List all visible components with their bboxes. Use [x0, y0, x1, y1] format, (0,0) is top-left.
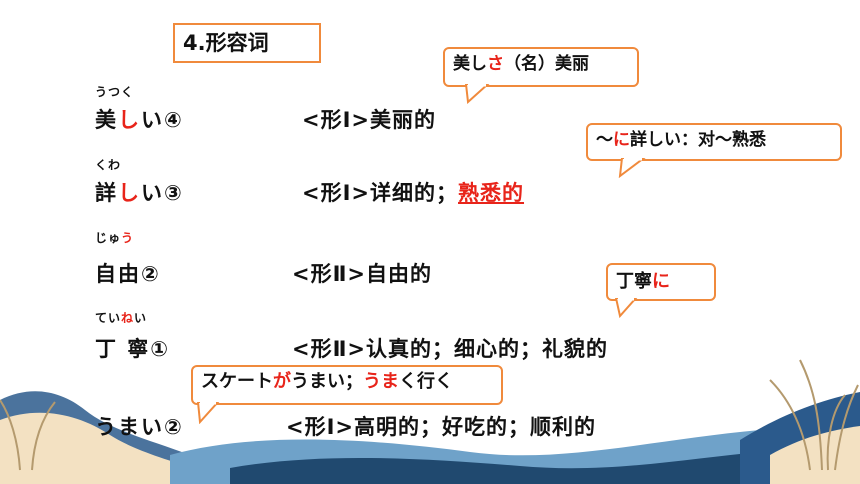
- word-part: い④: [141, 108, 184, 132]
- word-teinei: 丁 寧①: [95, 337, 171, 361]
- callout-tail: [464, 84, 490, 104]
- right-grass-icon: [769, 359, 859, 471]
- section-title: 4.形容词: [173, 23, 321, 63]
- word-umai: うまい②: [95, 415, 184, 439]
- ruby-highlight: ね: [121, 311, 135, 325]
- ruby-teinei: ていねい: [95, 309, 147, 326]
- ruby-highlight: う: [121, 231, 135, 245]
- ruby-kuwashii: くわ: [95, 158, 122, 172]
- callout-text: 美し: [453, 54, 487, 74]
- ruby-part: てい: [95, 311, 122, 325]
- callout-tail: [614, 298, 638, 318]
- left-wave-foam: [0, 412, 200, 484]
- callout-text: ～: [596, 130, 613, 150]
- gloss-jiyuu: <形Ⅱ>自由的: [292, 262, 433, 286]
- word-part: 詳: [95, 181, 118, 205]
- word-kuwashii: 詳しい③: [95, 177, 184, 207]
- ruby-part: い: [134, 311, 148, 325]
- callout-highlight: に: [652, 271, 670, 292]
- word-okurigana-highlight: し: [118, 181, 141, 205]
- gloss-utsukushii: <形Ⅰ>美丽的: [302, 108, 437, 132]
- callout-utsukushisa: 美しさ（名）美丽: [443, 47, 639, 87]
- callout-text: 丁寧: [616, 271, 652, 292]
- callout-kuwashii: ～に詳しい：对～熟悉: [586, 123, 842, 161]
- callout-tail: [196, 402, 220, 424]
- right-wave-foam: [770, 426, 860, 484]
- word-jiyuu: 自由②: [95, 262, 161, 286]
- callout-highlight: さ: [487, 54, 504, 74]
- gloss-teinei: <形Ⅱ>认真的；细心的；礼貌的: [292, 337, 609, 361]
- gloss-part: <形Ⅰ>详细的；: [302, 181, 459, 205]
- word-part: い③: [141, 181, 184, 205]
- word-okurigana-highlight: し: [118, 108, 141, 132]
- callout-tail: [618, 158, 646, 178]
- callout-text: く行く: [399, 371, 453, 392]
- gloss-kuwashii: <形Ⅰ>详细的；熟悉的: [302, 177, 524, 207]
- center-wave-dark: [230, 452, 760, 484]
- callout-text: 詳しい：对～熟悉: [630, 130, 766, 150]
- callout-highlight: に: [613, 130, 630, 150]
- word-utsukushii: 美しい④: [95, 104, 184, 134]
- ruby-jiyuu: じゅう: [95, 229, 134, 246]
- word-part: 美: [95, 108, 118, 132]
- callout-text: うまい；: [291, 371, 363, 392]
- callout-umai: スケートがうまい；うまく行く: [191, 365, 503, 405]
- gloss-highlight: 熟悉的: [458, 181, 525, 205]
- callout-highlight: が: [273, 371, 291, 392]
- ruby-part: じゅ: [95, 231, 122, 245]
- callout-text: （名）美丽: [504, 54, 589, 74]
- left-grass-icon: [0, 399, 56, 471]
- callout-highlight: うま: [363, 371, 399, 392]
- gloss-umai: <形Ⅰ>高明的；好吃的；顺利的: [286, 415, 597, 439]
- callout-teinei: 丁寧に: [606, 263, 716, 301]
- ruby-utsukushii: うつく: [95, 85, 135, 99]
- callout-text: スケート: [201, 371, 273, 392]
